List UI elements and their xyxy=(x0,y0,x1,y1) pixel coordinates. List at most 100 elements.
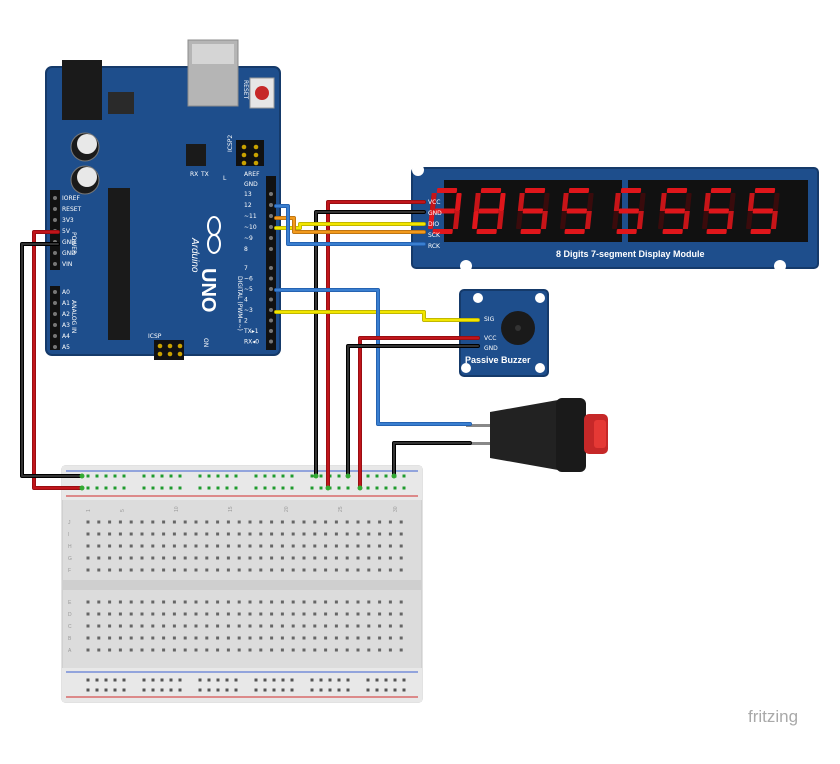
breadboard-hole xyxy=(162,624,166,628)
breadboard-rail-hole xyxy=(402,688,406,692)
breadboard-hole xyxy=(388,612,392,616)
breadboard-hole xyxy=(313,556,317,560)
breadboard-rail-hole xyxy=(366,486,370,490)
digit-segment xyxy=(728,193,736,211)
breadboard-hole xyxy=(237,648,241,652)
breadboard-col-5: 5 xyxy=(120,509,126,512)
breadboard-hole xyxy=(172,636,176,640)
digit-segment xyxy=(666,188,688,193)
breadboard-hole xyxy=(248,648,252,652)
breadboard-rail-hole xyxy=(272,486,276,490)
breadboard-hole xyxy=(399,600,403,604)
digit-segment xyxy=(476,229,497,234)
breadboard-hole xyxy=(324,612,328,616)
breadboard-rail-hole xyxy=(95,678,99,682)
breadboard-rail-hole xyxy=(142,678,146,682)
breadboard-hole xyxy=(270,636,274,640)
breadboard-rail-hole xyxy=(86,486,90,490)
breadboard-hole xyxy=(205,624,209,628)
digit-segment xyxy=(496,211,504,229)
header-pin xyxy=(269,214,273,218)
breadboard-rail-hole xyxy=(178,688,182,692)
breadboard-hole xyxy=(302,520,306,524)
breadboard-hole xyxy=(237,624,241,628)
breadboard-hole xyxy=(280,544,284,548)
display-pin-rck: RCK xyxy=(428,243,441,250)
breadboard-hole xyxy=(280,636,284,640)
digital-pin-label: 13 xyxy=(244,191,252,198)
breadboard-hole xyxy=(172,624,176,628)
breadboard-rail-hole xyxy=(234,678,238,682)
breadboard-hole xyxy=(324,520,328,524)
breadboard-rail-hole xyxy=(393,688,397,692)
breadboard-hole xyxy=(356,636,360,640)
digital-header-top xyxy=(266,176,276,270)
digital-header-label: DIGITAL (PWM=~) xyxy=(236,276,243,331)
analog-pin-label: A4 xyxy=(62,333,70,340)
wire-buzzer-gnd xyxy=(346,344,480,478)
breadboard-hole xyxy=(97,520,101,524)
breadboard-hole xyxy=(302,648,306,652)
breadboard-hole xyxy=(324,624,328,628)
digit-segment xyxy=(566,208,587,214)
digital-pin-label: 8 xyxy=(244,246,248,253)
breadboard-col-30: 30 xyxy=(393,506,399,512)
display-pin-dio: DIO xyxy=(428,221,439,228)
breadboard-rail-hole xyxy=(151,486,155,490)
breadboard-hole xyxy=(162,568,166,572)
breadboard-hole xyxy=(205,532,209,536)
breadboard-hole xyxy=(129,612,133,616)
breadboard-hole xyxy=(259,648,263,652)
buzzer-pin-sig: SIG xyxy=(484,316,495,323)
breadboard-hole xyxy=(291,624,295,628)
breadboard-rail-hole xyxy=(207,688,211,692)
breadboard-hole xyxy=(97,636,101,640)
breadboard-hole xyxy=(237,556,241,560)
breadboard-hole xyxy=(280,648,284,652)
breadboard-hole xyxy=(345,520,349,524)
breadboard-rail-hole xyxy=(263,688,267,692)
digit-segment xyxy=(636,211,644,229)
breadboard-hole xyxy=(302,544,306,548)
breadboard-hole xyxy=(183,520,187,524)
breadboard-hole xyxy=(194,520,198,524)
digit-segment xyxy=(747,193,755,211)
digit-segment xyxy=(638,193,646,211)
breadboard-hole xyxy=(313,532,317,536)
breadboard-hole xyxy=(324,532,328,536)
breadboard-rail-hole xyxy=(272,474,276,478)
breadboard-hole xyxy=(205,520,209,524)
breadboard-hole xyxy=(270,600,274,604)
breadboard-hole xyxy=(399,648,403,652)
digit-segment xyxy=(428,211,435,229)
on-led-label: ON xyxy=(202,338,209,347)
breadboard-rail-hole xyxy=(346,688,350,692)
digit-segment xyxy=(706,229,727,234)
breadboard-hole xyxy=(270,556,274,560)
digital-pin-label: TX▸1 xyxy=(243,328,259,335)
breadboard-hole xyxy=(248,544,252,548)
breadboard-hole xyxy=(270,624,274,628)
breadboard-hole xyxy=(162,636,166,640)
breadboard-hole xyxy=(270,520,274,524)
breadboard-rail-hole xyxy=(290,486,294,490)
breadboard-hole xyxy=(216,636,220,640)
breadboard-hole xyxy=(118,600,122,604)
breadboard-hole xyxy=(367,556,371,560)
breadboard-rail-hole xyxy=(86,688,90,692)
seven-segment-display-module: 8 Digits 7-segment Display Module VCC GN… xyxy=(411,154,819,272)
breadboard-hole xyxy=(226,648,230,652)
breadboard-hole xyxy=(118,612,122,616)
breadboard-rail-hole xyxy=(319,678,323,682)
breadboard-hole xyxy=(86,568,90,572)
breadboard-hole xyxy=(345,532,349,536)
breadboard-rail-hole xyxy=(86,474,90,478)
header-pin xyxy=(53,312,57,316)
breadboard-hole xyxy=(194,648,198,652)
digit-segment xyxy=(498,193,506,211)
digital-pin-label: 4 xyxy=(244,297,248,304)
header-pin xyxy=(269,225,273,229)
breadboard-hole xyxy=(151,636,155,640)
breadboard-hole xyxy=(205,648,209,652)
breadboard-rail-hole xyxy=(160,688,164,692)
